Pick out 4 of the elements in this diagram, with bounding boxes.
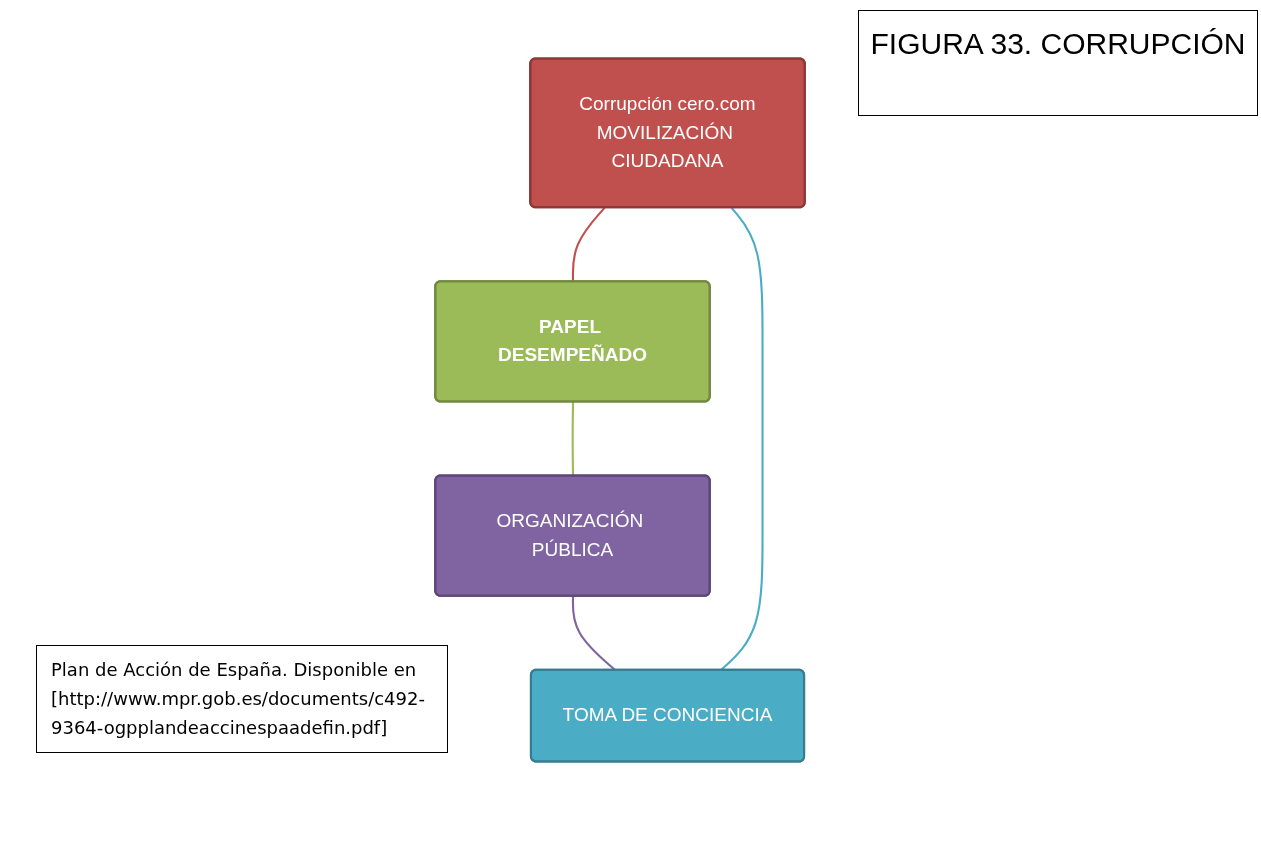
source-caption: Plan de Acción de España. Disponible en [http://www.mpr.gob.es/documents/c492-9364-ogpplandeaccinespaadefin.pdf] <box>36 645 448 754</box>
figure-title: FIGURA 33. CORRUPCIÓN <box>858 10 1258 116</box>
connector <box>571 207 606 282</box>
connector <box>571 402 575 476</box>
